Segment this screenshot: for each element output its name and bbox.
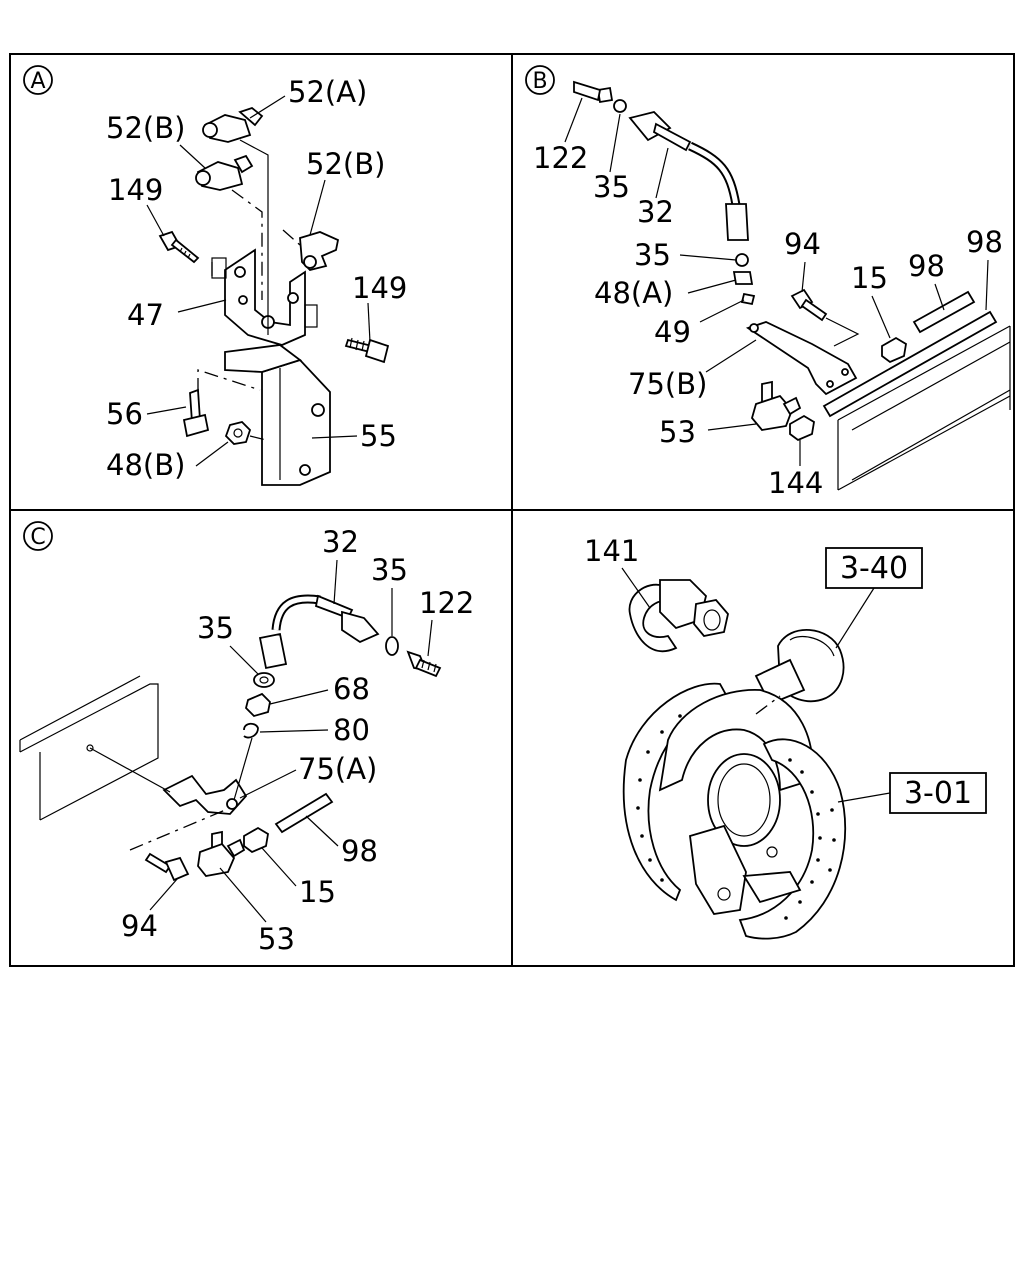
pipe-98-c [274, 792, 334, 834]
label-35-mid-b: 35 [634, 238, 671, 272]
svg-text:3-40: 3-40 [840, 551, 908, 586]
panel-b: B [525, 65, 1011, 500]
fitting-15-b [881, 336, 907, 364]
bracket-75a [89, 747, 248, 815]
lining-rivets [636, 714, 836, 920]
plate-47 [211, 248, 318, 346]
label-52b-left: 52(B) [106, 111, 185, 145]
label-98-b-left: 98 [908, 249, 945, 283]
label-48a: 48(A) [594, 276, 673, 310]
label-141: 141 [584, 534, 639, 568]
tee-53-c [197, 830, 246, 877]
label-53-b: 53 [659, 415, 696, 449]
label-35-left-c: 35 [197, 611, 234, 645]
tee-53-b [751, 380, 802, 431]
label-32-b: 32 [637, 195, 674, 229]
panel-a: A [23, 65, 407, 486]
panel-marker-c: C [23, 521, 53, 551]
fitting-141 [628, 579, 729, 652]
leaders-panel-b [564, 97, 989, 466]
label-94-c: 94 [121, 909, 158, 943]
label-35-right-c: 35 [371, 553, 408, 587]
label-48b: 48(B) [106, 448, 185, 482]
svg-text:C: C [30, 525, 45, 550]
bracket-55 [224, 344, 331, 486]
label-149-left: 149 [108, 173, 163, 207]
ref-box-3-40[interactable]: 3-40 [825, 547, 923, 589]
panel-marker-a: A [23, 65, 53, 95]
label-32-c: 32 [322, 525, 359, 559]
bolt-94-c [129, 807, 231, 882]
label-94-b: 94 [784, 227, 821, 261]
connector-52a [202, 106, 269, 335]
nut-144 [789, 414, 815, 442]
label-56: 56 [106, 397, 143, 431]
fitting-15-c [243, 826, 269, 854]
nut-48b [224, 421, 267, 445]
bolt-56 [182, 369, 261, 438]
pipe-98 [822, 290, 998, 418]
label-98-b-right: 98 [966, 225, 1003, 259]
label-49: 49 [654, 315, 691, 349]
label-15-b: 15 [851, 261, 888, 295]
tee-52b-right [282, 229, 340, 271]
label-144: 144 [768, 466, 823, 500]
bolt-149-left [158, 230, 200, 264]
label-98-c: 98 [341, 834, 378, 868]
connector-52b-left [195, 154, 263, 300]
panel-grid [9, 53, 1015, 967]
clip-80 [233, 722, 259, 801]
label-122-b: 122 [533, 141, 588, 175]
label-53-c: 53 [258, 922, 295, 956]
label-52a: 52(A) [288, 75, 367, 109]
nut-68 [245, 692, 271, 718]
leaders-panel-d [621, 567, 891, 803]
bolt-94-b [790, 288, 860, 347]
leaders-panel-a [146, 95, 371, 467]
ref-box-3-01[interactable]: 3-01 [889, 772, 987, 814]
hose-32-c [258, 594, 442, 678]
label-122-c: 122 [419, 586, 474, 620]
label-80: 80 [333, 713, 370, 747]
label-15-c: 15 [299, 875, 336, 909]
label-68: 68 [333, 672, 370, 706]
frame-rail-c [19, 675, 159, 821]
panel-c: C [19, 521, 474, 956]
panel-marker-b: B [525, 65, 555, 95]
brake-shoe-3-01 [622, 682, 847, 940]
label-149-right: 149 [352, 271, 407, 305]
bracket-75b [745, 321, 858, 396]
bolt-149-right [344, 337, 390, 364]
label-55: 55 [360, 419, 397, 453]
leaders-panel-c [149, 559, 433, 923]
label-52b-right: 52(B) [306, 147, 385, 181]
panel-d: 3-40 3-01 141 [584, 534, 987, 940]
hose-32-b [573, 80, 756, 306]
svg-text:B: B [532, 69, 547, 94]
frame-rail-b [837, 325, 1011, 491]
label-35-top-b: 35 [593, 170, 630, 204]
svg-text:A: A [30, 69, 45, 94]
svg-text:3-01: 3-01 [904, 776, 972, 811]
washer-35-c [253, 672, 275, 688]
label-47: 47 [127, 298, 164, 332]
label-75a: 75(A) [298, 752, 377, 786]
label-75b: 75(B) [628, 367, 707, 401]
